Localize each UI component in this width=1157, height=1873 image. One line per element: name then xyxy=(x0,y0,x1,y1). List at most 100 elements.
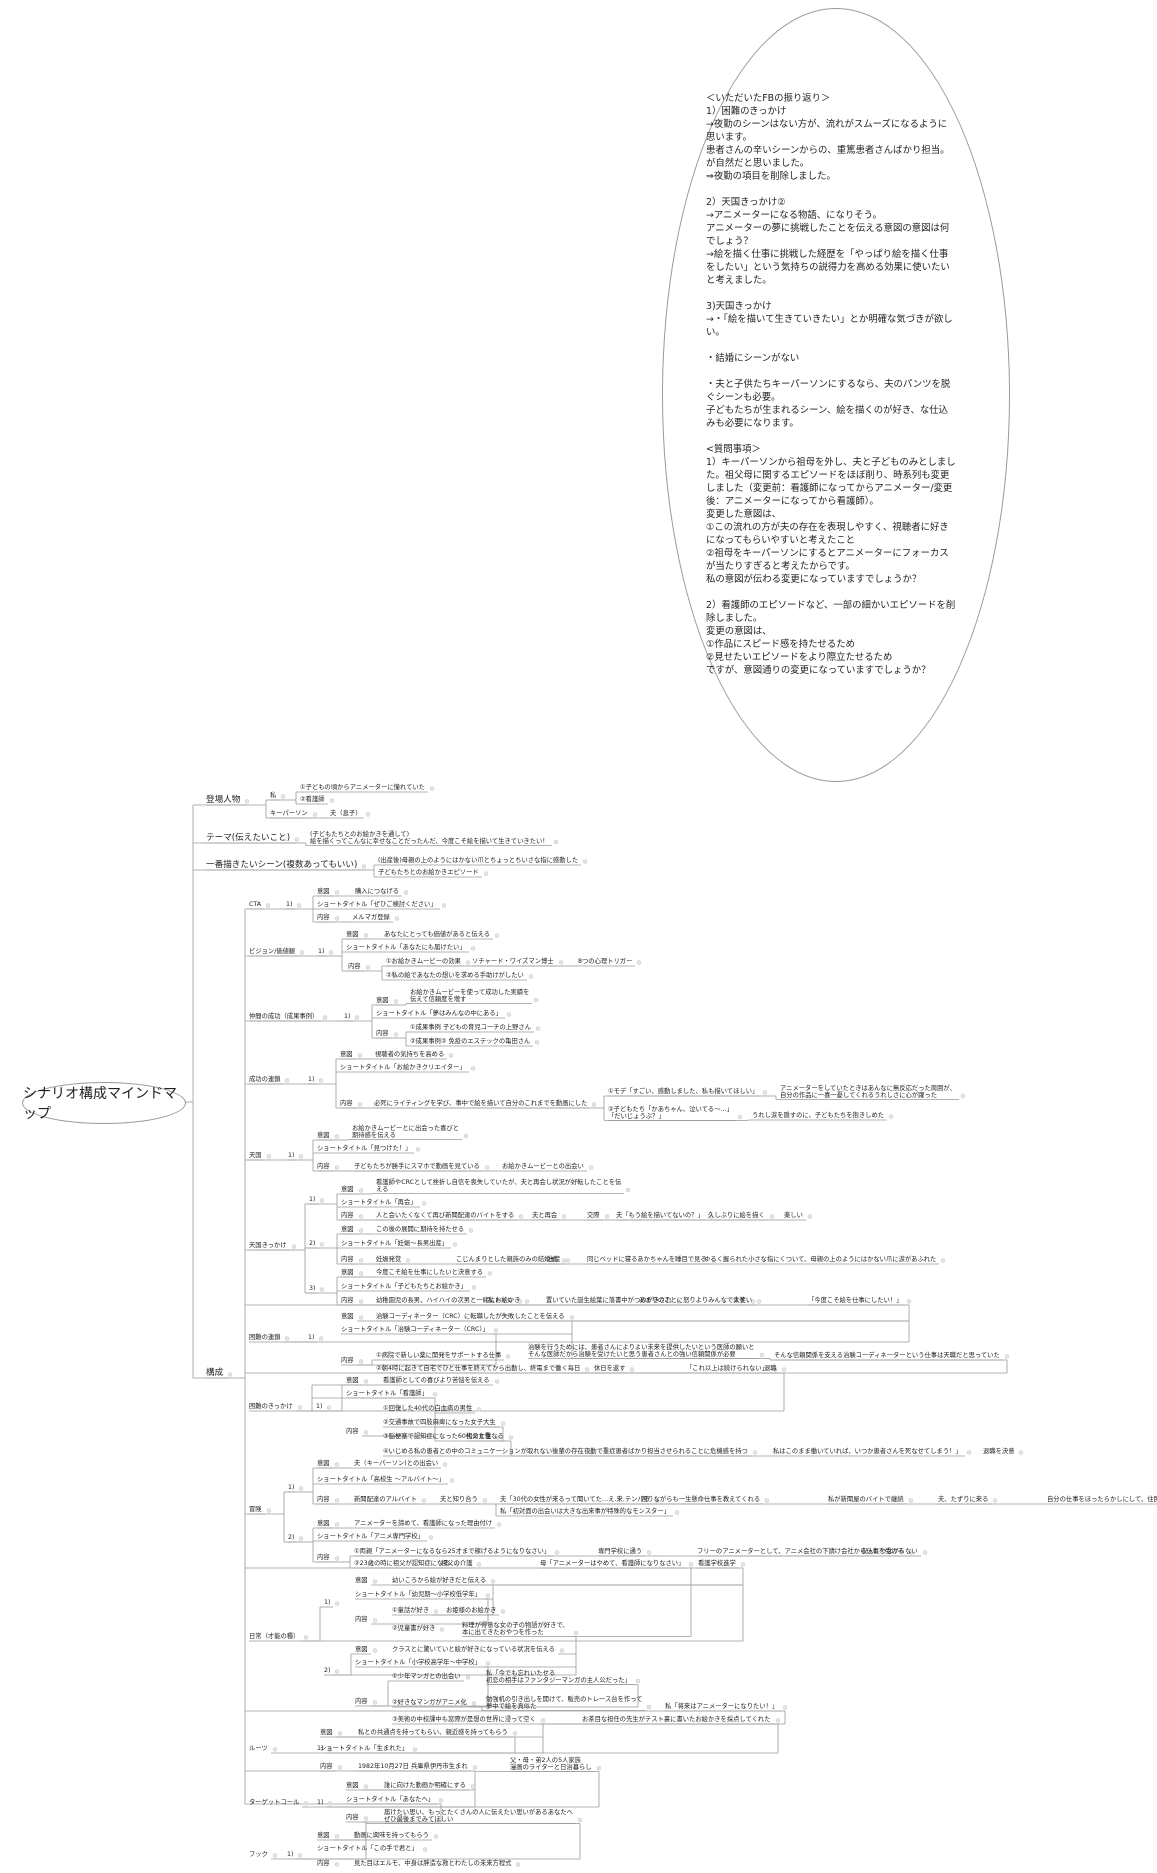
map-node[interactable]: 「これ以上は続けられない」 xyxy=(686,1365,768,1372)
map-node[interactable]: 専門学校に通う xyxy=(598,1548,643,1555)
map-node[interactable]: 新聞配達のアルバイト xyxy=(354,1496,417,1503)
map-node[interactable]: 私「将来はアニメーターになりたい！」 xyxy=(665,1703,779,1710)
map-node[interactable]: 意図 xyxy=(346,1782,359,1789)
map-node[interactable]: ③美術の中校課中も窓際が是想の世界に浸って空く xyxy=(392,1716,536,1723)
map-node[interactable]: あまりのことに怒りよりみんなで大笑い xyxy=(639,1297,753,1304)
map-node[interactable]: 内容 xyxy=(346,1428,359,1435)
map-node[interactable]: 視聴者の気持ちを高める xyxy=(375,1051,445,1058)
map-node[interactable]: ショートタイトル「生まれた」 xyxy=(320,1745,409,1752)
map-node[interactable]: 2) xyxy=(309,1240,316,1247)
map-node[interactable]: お姫様のお絵かき xyxy=(446,1607,497,1614)
map-node[interactable]: 内容 xyxy=(317,914,330,921)
map-node[interactable]: ③脳梗塞で認知症になった60代の女性 xyxy=(383,1433,492,1440)
map-node[interactable]: ビジョン/価値観 xyxy=(249,948,296,955)
map-node[interactable]: ①お絵かきムービーの効果 xyxy=(386,958,461,965)
map-node[interactable]: 内容 xyxy=(346,1814,359,1821)
map-node[interactable]: ②私の絵であなたの想いを求める手助けがしたい xyxy=(386,972,524,979)
map-node[interactable]: 動画に興味を持ってもらう xyxy=(354,1832,429,1839)
map-node[interactable]: 幼稚園児の長男、ハイハイの次男と一緒にお絵かき xyxy=(376,1297,521,1304)
map-node[interactable]: 看護師としての喜びより苦悩を伝える xyxy=(383,1377,490,1384)
map-node[interactable]: 祖父と重なる xyxy=(466,1433,504,1440)
map-node[interactable]: 置いていた誕生絵葉に落書中がつのがきされ xyxy=(546,1297,672,1304)
map-node[interactable]: ショートタイトル「見つけた！」 xyxy=(317,1145,412,1152)
map-node[interactable]: 内容 xyxy=(348,963,361,970)
map-node[interactable]: ①回復した40代の白血病の男性 xyxy=(383,1405,473,1412)
map-node[interactable]: ショートタイトル「妊娠〜長男出産」 xyxy=(341,1240,449,1247)
map-node[interactable]: ターゲットコール xyxy=(249,1799,300,1806)
map-node[interactable]: 意図 xyxy=(355,1577,368,1584)
map-node[interactable]: こじんまりとした親族のみの結婚式 xyxy=(456,1256,557,1263)
map-node[interactable]: 看護学校進学 xyxy=(698,1560,736,1567)
map-node[interactable]: 見た目はエルモ、中身は胖造な救とわたしの未来方程式 xyxy=(354,1860,512,1867)
map-node[interactable]: 夫と知り合う xyxy=(440,1496,478,1503)
map-node[interactable]: 内容 xyxy=(341,1212,354,1219)
map-node[interactable]: ①童話が好き xyxy=(392,1607,430,1614)
map-node[interactable]: 意図 xyxy=(341,1313,354,1320)
map-node[interactable]: 退職 xyxy=(764,1365,777,1372)
map-node[interactable]: 困難の連鎖 xyxy=(249,1334,281,1341)
map-node[interactable]: ショートタイトル「ぜひご検討ください」 xyxy=(317,901,437,908)
map-node[interactable]: 内容 xyxy=(355,1698,368,1705)
map-node[interactable]: アニメーターをしていたときはあんなに無反応だった周囲が、 自分の作品に一喜一憂し… xyxy=(780,1084,956,1100)
map-node[interactable]: 1) xyxy=(344,1013,351,1020)
map-node[interactable]: 収入につながらない xyxy=(861,1548,918,1555)
map-node[interactable]: 意図 xyxy=(341,1226,354,1233)
map-node[interactable]: うれし涙を隠すのに、子どもたちを抱きしめた xyxy=(752,1112,885,1119)
map-node[interactable]: 2) xyxy=(288,1534,295,1541)
map-node[interactable]: 看護師やCRCとして挫折し自信を喪失していたが、夫と再会し状況が好転したことを伝… xyxy=(376,1178,622,1194)
map-node[interactable]: 意図 xyxy=(341,1186,354,1193)
map-node[interactable]: お絵かきムービーとに出会った喜びと 期待感を伝える xyxy=(352,1124,460,1140)
map-node[interactable]: 内容 xyxy=(355,1616,368,1623)
map-node[interactable]: 意図 xyxy=(317,1832,330,1839)
map-node[interactable]: ショートタイトル「あなたにも届けたい」 xyxy=(346,944,466,951)
map-node[interactable]: 購入につなげる xyxy=(355,888,400,895)
map-node[interactable]: 日常（才能の種） xyxy=(249,1633,300,1640)
map-node[interactable]: ショートタイトル「お絵かきクリエイター」 xyxy=(340,1064,466,1071)
map-node[interactable]: 夫（息子） xyxy=(330,810,362,817)
map-node[interactable]: 夫「30代の女性が来るって聞いてた…え.来.テンパる xyxy=(500,1496,651,1503)
map-node[interactable]: 意図 xyxy=(346,931,359,938)
map-node[interactable]: 8つの心理トリガー xyxy=(578,958,633,965)
map-node[interactable]: 登場人物 xyxy=(206,795,241,805)
map-node[interactable]: 治験を行うためには、患者さんによりよい未来を提供したいという医師の願いと そんな… xyxy=(528,1343,755,1359)
map-node[interactable]: 意図 xyxy=(340,1051,353,1058)
map-node[interactable]: お絵かきムービーを使って成功した実績を 伝えて信頼度を増す xyxy=(410,988,530,1004)
map-node[interactable]: 仲間の成功（成果事例） xyxy=(249,1013,319,1020)
map-node[interactable]: 祖父の介護 xyxy=(441,1560,473,1567)
map-node[interactable]: 休日を返す xyxy=(594,1365,626,1372)
map-node[interactable]: 楽しい xyxy=(784,1212,803,1219)
map-node[interactable]: ショートタイトル「小学校高学年〜中学校」 xyxy=(355,1659,481,1666)
map-node[interactable]: テーマ(伝えたいこと) xyxy=(206,833,291,843)
map-node[interactable]: ②成果事例② 免疫のエステックの亀田さん xyxy=(410,1038,531,1045)
map-node[interactable]: ソチャード・ワイズマン博士 xyxy=(472,958,554,965)
map-node[interactable]: 冒険 xyxy=(249,1506,262,1513)
map-node[interactable]: 交際 xyxy=(587,1212,600,1219)
map-node[interactable]: キーパーソン xyxy=(270,810,308,817)
map-node[interactable]: 内容 xyxy=(341,1297,354,1304)
map-node[interactable]: 父・母・弟2人の5人家族 漫画のライターと日治暮らし xyxy=(510,1756,592,1772)
map-node[interactable]: 内容 xyxy=(376,1030,389,1037)
map-node[interactable]: 1) xyxy=(288,1152,295,1159)
map-node[interactable]: 1) xyxy=(286,901,293,908)
map-node[interactable]: 1) xyxy=(309,1196,316,1203)
map-node[interactable]: 意図 xyxy=(317,888,330,895)
map-node[interactable]: 天国 xyxy=(249,1152,262,1159)
map-node[interactable]: 私「今でも忘れいたせる 初恋の相手はファンタジーマンガの主人公だった」 xyxy=(486,1669,631,1685)
map-node[interactable]: 届けたい思い、もっとたくさんの人に伝えたい思いがあるあなたへ ぜひ最後までみてほ… xyxy=(384,1808,573,1824)
map-node[interactable]: 1) xyxy=(287,1851,294,1858)
map-node[interactable]: ゆるく握られた小さな指にくついて、母親の上のようにはかない爪に涙があふれた xyxy=(704,1256,937,1263)
map-node[interactable]: 2) xyxy=(324,1667,331,1674)
map-node[interactable]: 意図 xyxy=(346,1377,359,1384)
map-node[interactable]: 構成 xyxy=(206,1368,224,1378)
map-node[interactable]: 意図 xyxy=(376,997,389,1004)
map-node[interactable]: 久しぶりに絵を描く xyxy=(708,1212,765,1219)
map-node[interactable]: ①両親「アニメーターになるなら25才まで稼げるようになりなさい」 xyxy=(354,1548,551,1555)
map-node[interactable]: 私が新聞屋のバイトで継続 xyxy=(828,1496,904,1503)
map-node[interactable]: 意図 xyxy=(341,1269,354,1276)
map-node[interactable]: ②子どもたち「かあちゃん、泣いてる〜…」 「だいじょうぶ？」 xyxy=(608,1105,734,1121)
map-node[interactable]: ①少年マンガとの出会い xyxy=(392,1673,461,1680)
map-node[interactable]: 母「アニメーターはやめて、看護師になりなさい」 xyxy=(540,1560,685,1567)
map-node[interactable]: 1) xyxy=(316,1403,323,1410)
map-node[interactable]: クラスとに驚いていと絵が好きになっている状況を伝える xyxy=(392,1646,555,1653)
map-node[interactable]: 意図 xyxy=(317,1132,330,1139)
